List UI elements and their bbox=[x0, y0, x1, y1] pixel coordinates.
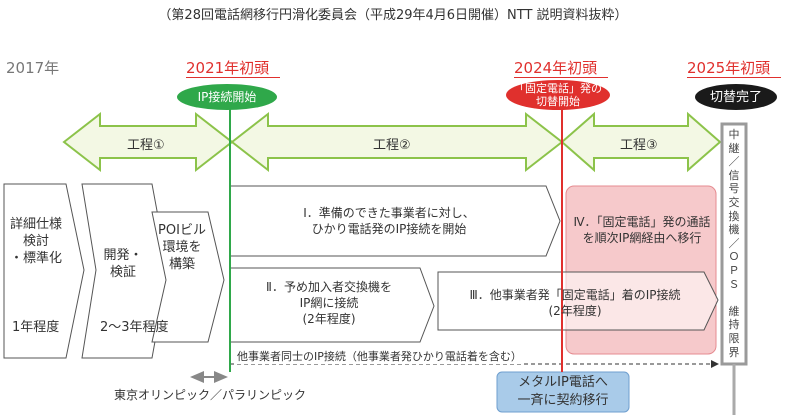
metal-ip-line1: メタルIP電話へ bbox=[518, 375, 608, 390]
vertical-char: ／ bbox=[728, 155, 740, 169]
fixed-phone-switch-line2: 切替開始 bbox=[536, 95, 580, 108]
switch-complete-text: 切替完了 bbox=[709, 89, 762, 105]
source-caption: （第28回電話網移行円滑化委員会（平成29年4月6日開催）NTT 説明資料抜粋） bbox=[158, 8, 628, 23]
year-2024-underline bbox=[514, 77, 608, 78]
year-2024-label: 2024年初頭 bbox=[514, 59, 598, 77]
vertical-char: 限 bbox=[728, 331, 740, 345]
step-spec-line1: 詳細仕様 bbox=[9, 217, 62, 232]
vertical-char: 交 bbox=[728, 195, 740, 209]
step-dev-line1: 開発・ bbox=[103, 248, 143, 263]
vertical-char: 換 bbox=[728, 209, 740, 223]
step-i-line2: ひかり電話発のIP接続を開始 bbox=[311, 222, 467, 236]
vertical-char: 界 bbox=[728, 345, 740, 359]
step-iii-text: Ⅲ．他事業者発「固定電話」着のIP接続 (2年程度) bbox=[440, 287, 710, 319]
metal-ip-line2: 一斉に契約移行 bbox=[517, 393, 609, 408]
vertical-char: 号 bbox=[728, 182, 740, 196]
switch-complete-badge: 切替完了 bbox=[695, 84, 777, 110]
fixed-phone-switch-line1: 「固定電話」発の bbox=[514, 82, 602, 95]
dashed-ip-connection-label: 他事業者同士のIP接続（他事業者発ひかり電話着を含む） bbox=[236, 348, 523, 364]
phase-3-label: 工程③ bbox=[620, 138, 658, 153]
phase-1-label: 工程① bbox=[127, 138, 165, 153]
vertical-char: 継 bbox=[728, 141, 740, 155]
year-2025-label: 2025年初頭 bbox=[687, 59, 771, 77]
step-poi-line3: 構築 bbox=[168, 257, 195, 272]
step-iv-line2: を順次IP網経由へ移行 bbox=[582, 231, 702, 245]
step-spec-duration: 1年程度 bbox=[12, 320, 60, 335]
step-dev-box bbox=[81, 183, 169, 359]
vertical-char: 維 bbox=[728, 304, 740, 318]
year-2025-underline bbox=[687, 77, 781, 78]
ip-connection-start-text: IP接続開始 bbox=[197, 89, 257, 104]
vertical-char-spacer bbox=[724, 291, 744, 305]
vertical-char: Ｓ bbox=[728, 277, 740, 291]
metal-ip-text: メタルIP電話へ 一斉に契約移行 bbox=[497, 374, 629, 410]
step-ii-text: Ⅱ．予め加入者交換機を IP網に接続 (2年程度) bbox=[234, 279, 424, 327]
step-spec-box bbox=[3, 183, 85, 359]
ip-connection-start-badge: IP接続開始 bbox=[177, 84, 277, 110]
step-iv-text: Ⅳ．「固定電話」発の通話 を順次IP網経由へ移行 bbox=[568, 214, 716, 246]
olympics-label: 東京オリンピック／パラリンピック bbox=[114, 388, 307, 402]
step-spec-line3: ・標準化 bbox=[9, 251, 62, 266]
step-dev-line2: 検証 bbox=[109, 265, 136, 280]
step-iv-line1: Ⅳ．「固定電話」発の通話 bbox=[573, 215, 711, 229]
vertical-char: 信 bbox=[728, 168, 740, 182]
step-spec-line2: 検討 bbox=[22, 234, 49, 249]
vertical-char: Ｐ bbox=[728, 263, 740, 277]
step-ii-line1: Ⅱ．予め加入者交換機を bbox=[266, 280, 392, 294]
step-poi-text: POIビル 環境を 構築 bbox=[150, 222, 214, 273]
vertical-char: Ｏ bbox=[728, 250, 740, 264]
year-2021-label: 2021年初頭 bbox=[186, 59, 270, 77]
step-ii-line3: (2年程度) bbox=[302, 312, 356, 326]
step-spec-text: 詳細仕様 検討 ・標準化 bbox=[4, 216, 68, 267]
vertical-char: 機 bbox=[728, 223, 740, 237]
vertical-char: 持 bbox=[728, 318, 740, 332]
step-poi-line2: 環境を bbox=[162, 240, 202, 255]
maintenance-limit-text: 中 継 ／ 信 号 交 換 機 ／ Ｏ Ｐ Ｓ 維 持 限 界 bbox=[724, 128, 744, 359]
year-2017-label: 2017年 bbox=[6, 59, 60, 77]
step-dev-duration: 2～3年程度 bbox=[100, 320, 169, 335]
step-iii-line1: Ⅲ．他事業者発「固定電話」着のIP接続 bbox=[469, 288, 681, 302]
vertical-char: ／ bbox=[728, 236, 740, 250]
phase-2-label: 工程② bbox=[373, 138, 411, 153]
step-dev-text: 開発・ 検証 bbox=[94, 247, 152, 281]
year-2021-underline bbox=[186, 77, 280, 78]
vertical-char: 中 bbox=[728, 128, 740, 141]
step-ii-line2: IP網に接続 bbox=[299, 296, 359, 310]
step-i-text: Ⅰ．準備のできた事業者に対し、 ひかり電話発のIP接続を開始 bbox=[234, 205, 544, 237]
phase-3-arrow bbox=[560, 111, 722, 173]
fixed-phone-switch-start-badge: 「固定電話」発の 切替開始 bbox=[506, 80, 610, 110]
step-iii-box bbox=[437, 271, 719, 331]
step-iii-line2: (2年程度) bbox=[548, 304, 602, 318]
step-i-line1: Ⅰ．準備のできた事業者に対し、 bbox=[303, 206, 475, 220]
step-poi-box bbox=[151, 211, 225, 343]
step-poi-line1: POIビル bbox=[158, 223, 206, 238]
